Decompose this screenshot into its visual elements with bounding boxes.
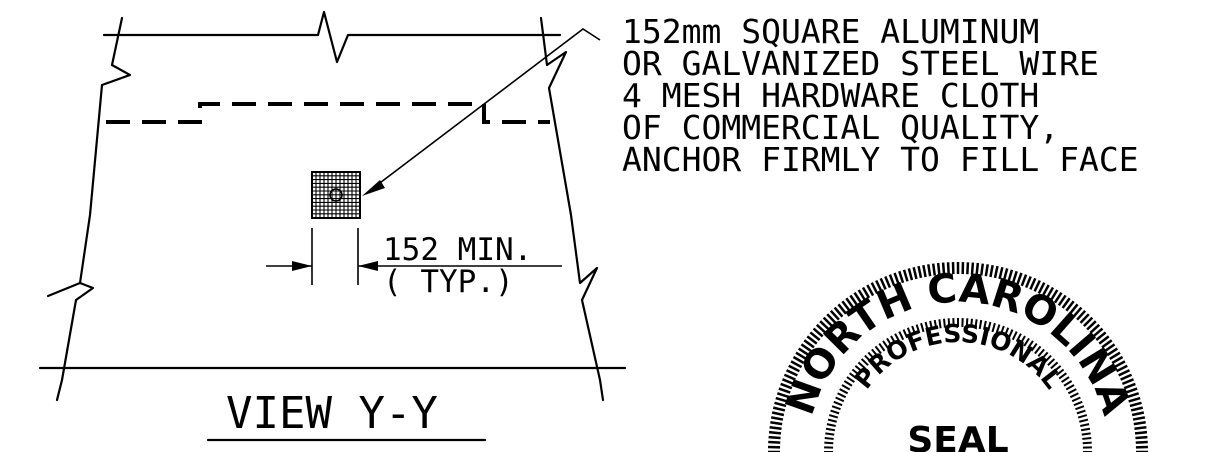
left-break-tail (46, 281, 82, 298)
dashed-fill-line (106, 102, 550, 124)
dimension-marker (266, 228, 562, 285)
professional-seal: NORTH CAROLINA PROFESSIONAL SEAL (768, 262, 1148, 452)
seal-center-text: SEAL (907, 420, 1008, 452)
note-line-4: OF COMMERCIAL QUALITY, (622, 108, 1059, 147)
left-wall-line (55, 16, 132, 402)
note-line-2: OR GALVANIZED STEEL WIRE (622, 44, 1099, 83)
dimension-qualifier: ( TYP.) (383, 264, 514, 300)
top-break-line (102, 10, 562, 64)
hardware-cloth-square (311, 171, 361, 219)
view-title: VIEW Y-Y (226, 388, 438, 439)
right-wall-line (539, 16, 605, 402)
dimension-value: 152 MIN. (383, 232, 532, 268)
leader-arrow (362, 28, 601, 196)
note-line-3: 4 MESH HARDWARE CLOTH (622, 76, 1039, 115)
note-line-1: 152mm SQUARE ALUMINUM (622, 12, 1039, 51)
note-line-5: ANCHOR FIRMLY TO FILL FACE (622, 140, 1139, 179)
note-block: 152mm SQUARE ALUMINUM OR GALVANIZED STEE… (622, 12, 1139, 179)
